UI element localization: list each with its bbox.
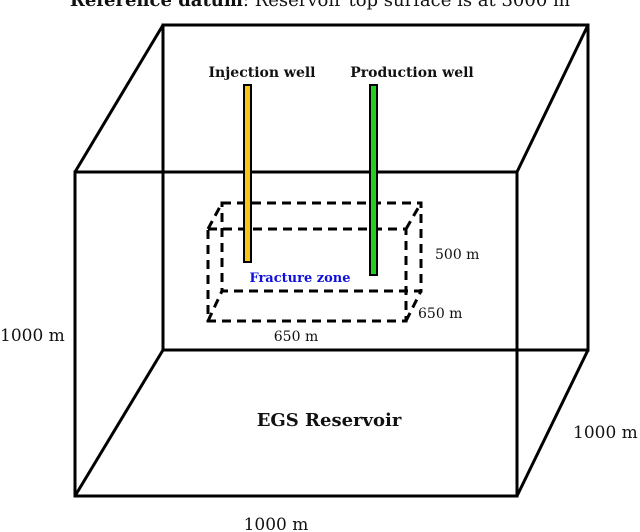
fracture-zone-box bbox=[206, 201, 423, 323]
reservoir-front-face bbox=[73, 170, 519, 498]
fracture-edge-bl bbox=[206, 290, 224, 322]
fracture-height-label: 500 m bbox=[435, 247, 479, 263]
injection-well-label: Injection well bbox=[209, 65, 316, 81]
edge-bottom-right bbox=[515, 349, 590, 497]
reservoir-label: EGS Reservoir bbox=[257, 410, 402, 431]
fracture-width-label: 650 m bbox=[274, 329, 318, 345]
reservoir-width-label: 1000 m bbox=[244, 515, 309, 532]
production-well bbox=[369, 84, 378, 276]
fracture-edge-tr bbox=[404, 202, 423, 230]
injection-well bbox=[243, 84, 252, 263]
edge-top-right bbox=[515, 24, 590, 173]
fracture-depth-label: 650 m bbox=[418, 306, 462, 322]
reservoir-back-face bbox=[161, 23, 590, 352]
reservoir-depth-label: 1000 m bbox=[573, 423, 638, 443]
fracture-back-face bbox=[220, 201, 423, 293]
fracture-edge-br bbox=[404, 290, 423, 322]
reservoir-depth-edges bbox=[73, 24, 590, 497]
caption-rest: : Reservoir top surface is at 3000 m bbox=[243, 0, 570, 11]
reservoir-height-label: 1000 m bbox=[0, 326, 65, 346]
fracture-front-face bbox=[206, 227, 408, 323]
fracture-zone-label: Fracture zone bbox=[249, 271, 350, 286]
edge-bottom-left bbox=[73, 349, 165, 497]
production-well-label: Production well bbox=[350, 65, 474, 81]
caption-bold: Reference datum bbox=[70, 0, 243, 11]
reference-datum-caption: Reference datum: Reservoir top surface i… bbox=[70, 0, 570, 11]
fracture-edge-tl bbox=[206, 202, 224, 230]
edge-top-left bbox=[73, 24, 165, 173]
